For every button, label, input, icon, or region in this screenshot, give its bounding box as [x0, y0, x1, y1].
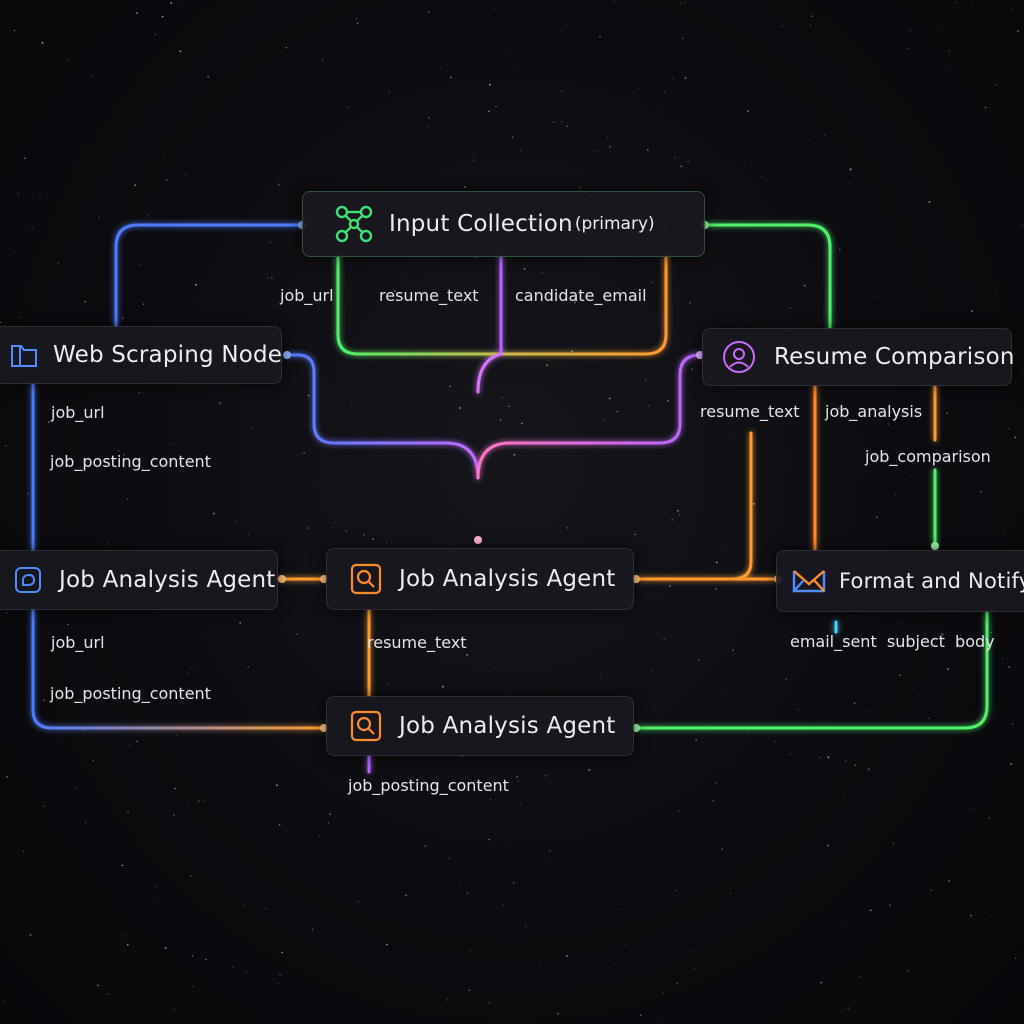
node-title: Format and Notify: [839, 569, 1024, 593]
node-title-suffix: (primary): [574, 214, 655, 234]
wire-merge-upper: [476, 352, 503, 394]
node-title: Web Scraping Node: [53, 342, 283, 368]
wire-notify-to-bottom: [632, 610, 989, 730]
port-label-notify-outputs: email_sent subject body: [790, 632, 995, 651]
port-label-job-url: job_url: [280, 286, 334, 305]
port-label-resume-text: resume_text: [367, 633, 467, 652]
node-format-notify[interactable]: Format and Notify: [776, 550, 1024, 612]
node-input-collection[interactable]: Input Collection (primary): [302, 191, 705, 257]
node-resume-comparison[interactable]: Resume Comparison: [702, 328, 1015, 386]
wire-input-to-webscraping: [114, 223, 304, 328]
folder-icon: [9, 340, 39, 370]
node-title: Input Collection: [389, 211, 573, 237]
port-label-job-analysis: job_analysis: [825, 402, 923, 421]
node-job-analysis-left[interactable]: Job Analysis Agent: [0, 550, 278, 610]
node-title: Resume Comparison: [774, 344, 1015, 370]
person-icon: [721, 339, 757, 375]
wire-input-to-resume: [703, 223, 832, 330]
port-label-job-posting-content: job_posting_content: [348, 776, 509, 795]
node-title: Job Analysis Agent: [399, 713, 616, 739]
node-title: Job Analysis Agent: [59, 567, 276, 593]
node-title: Job Analysis Agent: [399, 566, 616, 592]
node-web-scraping[interactable]: Web Scraping Node: [0, 326, 282, 384]
port-label-resume-text: resume_text: [700, 402, 800, 421]
port-label-job-comparison: job_comparison: [865, 447, 991, 466]
port-label-job-posting-content: job_posting_content: [50, 452, 211, 471]
wire-resume-to-center: [476, 353, 702, 480]
chat-bubble-icon: [13, 565, 43, 595]
network-graph-icon: [333, 203, 375, 245]
port-label-job-posting-content: job_posting_content: [50, 684, 211, 703]
node-job-analysis-center[interactable]: Job Analysis Agent: [326, 548, 634, 610]
search-icon: [349, 709, 383, 743]
mail-icon: [791, 566, 827, 596]
port-label-job-url: job_url: [51, 633, 105, 652]
node-job-analysis-bottom[interactable]: Job Analysis Agent: [326, 696, 634, 756]
port-label-candidate-email: candidate_email: [515, 286, 647, 305]
port-label-resume-text: resume_text: [379, 286, 479, 305]
wire-resume-text: [730, 431, 753, 581]
search-icon: [349, 562, 383, 596]
port-label-job-url: job_url: [51, 403, 105, 422]
wire-webscraping-to-center: [285, 353, 480, 480]
wire-left-agent-to-bottom: [31, 608, 328, 730]
